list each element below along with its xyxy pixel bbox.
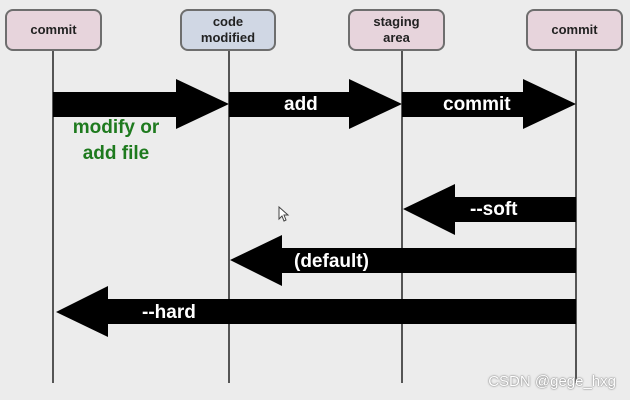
soft-arrow bbox=[403, 184, 576, 235]
hard-arrow bbox=[56, 286, 576, 337]
add-arrow bbox=[229, 79, 402, 129]
modify-arrow bbox=[53, 79, 229, 129]
commit-arrow bbox=[402, 79, 576, 129]
modify-or-add-file-label: modify or add file bbox=[72, 117, 160, 164]
add-arrow-label: add bbox=[284, 94, 318, 115]
code-modified-node: code modified bbox=[180, 9, 276, 51]
soft-arrow-label: --soft bbox=[470, 199, 518, 220]
csdn-watermark: CSDN @gege_hxg bbox=[488, 373, 616, 390]
commit-node-left: commit bbox=[5, 9, 102, 51]
commit-arrow-label: commit bbox=[443, 94, 511, 115]
mouse-cursor-icon bbox=[278, 205, 290, 222]
commit-node-right: commit bbox=[526, 9, 623, 51]
hard-arrow-label: --hard bbox=[142, 302, 196, 323]
staging-area-node: staging area bbox=[348, 9, 445, 51]
default-arrow-label: (default) bbox=[294, 251, 369, 272]
default-arrow bbox=[230, 235, 576, 286]
